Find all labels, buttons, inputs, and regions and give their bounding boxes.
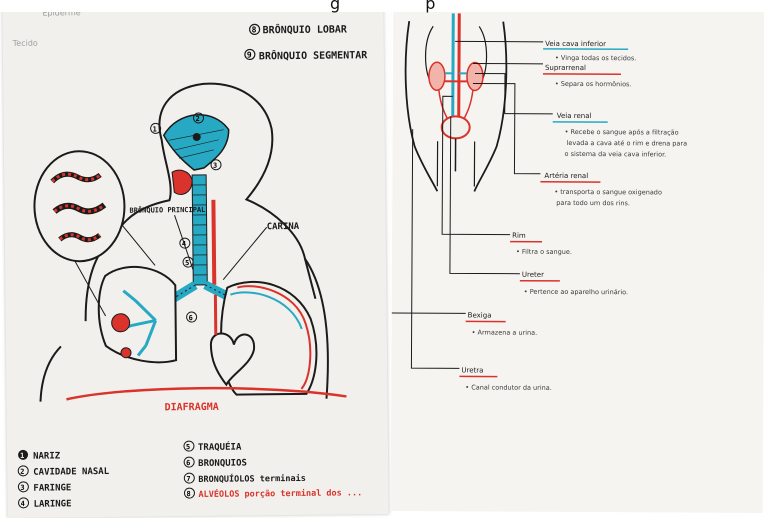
ureter-left — [439, 90, 449, 121]
urinary-system-drawing: Veia cava inferior • Vinga todas os teci… — [391, 1, 764, 513]
svg-text:1: 1 — [20, 452, 24, 460]
svg-text:• transporta o sangue oxigenad: • transporta o sangue oxigenado — [554, 188, 662, 197]
svg-text:NARIZ: NARIZ — [33, 451, 61, 461]
svg-text:• Pertence ao aparelho urinári: • Pertence ao aparelho urinário. — [524, 288, 628, 297]
legend-number: 8 — [252, 25, 257, 34]
legend-bottom-right: 5 TRAQUÉIA 6 BRONQUIOS 7 BRONQUÍOLOS ter… — [184, 439, 362, 500]
label-bronquio-principal: BRÔNQUIO PRINCIPAL — [129, 205, 205, 215]
pharynx — [172, 170, 192, 194]
svg-text:BRONQUIOS: BRONQUIOS — [198, 458, 247, 469]
svg-text:Veia cava inferior: Veia cava inferior — [545, 40, 606, 48]
svg-text:Uretra: Uretra — [461, 366, 483, 374]
alveoli-cluster — [112, 314, 130, 332]
legend-number: 9 — [247, 50, 252, 59]
svg-text:1: 1 — [153, 125, 157, 133]
svg-text:6: 6 — [189, 314, 193, 322]
right-notebook-page: Veia cava inferior • Vinga todas os teci… — [391, 1, 764, 513]
respiratory-system-drawing: Epiderme Tecido 8 BRÔNQUIO LOBAR 9 BRÔNQ… — [2, 0, 388, 518]
esophagus — [213, 200, 214, 285]
svg-text:TRAQUÉIA: TRAQUÉIA — [198, 441, 242, 453]
svg-text:ALVÉOLOS porção terminal dos: ALVÉOLOS porção terminal dos ... — [198, 486, 362, 500]
right-lung — [221, 281, 317, 394]
bladder — [442, 116, 470, 138]
svg-text:2: 2 — [196, 115, 200, 123]
entry-rim: Rim • Filtra o sangue. — [510, 232, 572, 256]
svg-text:2: 2 — [20, 468, 24, 476]
svg-text:Ureter: Ureter — [522, 271, 544, 279]
label-carina: CARINA — [267, 222, 300, 232]
svg-text:3: 3 — [20, 484, 24, 492]
corner-note-2: Tecido — [12, 39, 38, 48]
svg-text:FARINGE: FARINGE — [33, 483, 71, 493]
top-strip: g p — [0, 0, 764, 12]
svg-text:7: 7 — [186, 475, 190, 483]
alveoli-cluster — [121, 348, 131, 358]
left-notebook-page: Epiderme Tecido 8 BRÔNQUIO LOBAR 9 BRÔNQ… — [2, 0, 388, 518]
svg-text:• Armazena a urina.: • Armazena a urina. — [472, 328, 538, 336]
svg-text:8: 8 — [186, 490, 190, 498]
legend-bronquio-segmentar: BRÔNQUIO SEGMENTAR — [259, 48, 368, 62]
left-body-outline — [40, 346, 62, 401]
inset-pointer — [123, 225, 155, 265]
top-header-text: g p — [330, 0, 475, 13]
svg-text:• Recebe o sangue após a filtr: • Recebe o sangue após a filtração — [565, 128, 679, 137]
label-diafragma: DIAFRAGMA — [165, 402, 219, 414]
svg-text:Bexiga: Bexiga — [468, 311, 492, 319]
legend-bottom-left: 1 NARIZ 2 CAVIDADE NASAL 3 FARINGE 4 LAR… — [18, 449, 110, 510]
svg-text:Artéria renal: Artéria renal — [544, 172, 588, 180]
svg-text:o sistema da veia cava inferio: o sistema da veia cava inferior. — [565, 150, 667, 159]
ureter-right — [463, 90, 473, 121]
entry-veia-cava: Veia cava inferior • Vinga todas os teci… — [543, 40, 636, 62]
aorta — [459, 13, 460, 131]
svg-text:Veia renal: Veia renal — [557, 112, 592, 120]
svg-text:3: 3 — [213, 162, 217, 170]
svg-text:Suprarrenal: Suprarrenal — [545, 64, 586, 72]
svg-text:5: 5 — [186, 443, 190, 451]
entry-suprarrenal: Suprarrenal • Separa os hormônios. — [543, 64, 632, 88]
svg-text:levada a cava até o rim e dren: levada a cava até o rim e drena para — [567, 139, 688, 148]
entry-ureter: Ureter • Pertence ao aparelho urinário. — [520, 271, 628, 297]
torso-right-outline — [474, 21, 506, 191]
svg-text:para todo um dos rins.: para todo um dos rins. — [556, 199, 630, 207]
svg-text:LARINGE: LARINGE — [34, 499, 72, 509]
trachea — [192, 175, 207, 285]
svg-text:Rim: Rim — [512, 232, 526, 240]
svg-text:CAVIDADE NASAL: CAVIDADE NASAL — [33, 467, 110, 478]
entry-veia-renal: Veia renal • Recebe o sangue após a filt… — [553, 112, 688, 159]
legend-bronquio-lobar: BRÔNQUIO LOBAR — [263, 22, 348, 36]
svg-text:4: 4 — [21, 500, 25, 508]
entry-arteria-renal: Artéria renal • transporta o sangue oxig… — [540, 172, 662, 208]
entry-uretra: Uretra • Canal condutor da urina. — [459, 366, 552, 391]
right-kidney — [467, 62, 483, 90]
left-kidney — [429, 62, 445, 90]
torso-left-outline — [405, 21, 438, 191]
svg-text:• Canal condutor da urina.: • Canal condutor da urina. — [465, 383, 552, 391]
svg-text:6: 6 — [186, 459, 190, 467]
svg-text:BRONQUÍOLOS terminais: BRONQUÍOLOS terminais — [198, 472, 306, 485]
left-lung — [98, 266, 176, 362]
svg-text:• Separa os hormônios.: • Separa os hormônios. — [555, 80, 632, 88]
svg-text:• Filtra o sangue.: • Filtra o sangue. — [516, 248, 572, 256]
bronquio-pointer — [175, 215, 194, 270]
svg-text:5: 5 — [185, 259, 189, 267]
entry-bexiga: Bexiga • Armazena a urina. — [466, 311, 538, 336]
carina-pointer — [223, 227, 268, 279]
svg-text:• Vinga todas os tecidos.: • Vinga todas os tecidos. — [555, 54, 636, 62]
